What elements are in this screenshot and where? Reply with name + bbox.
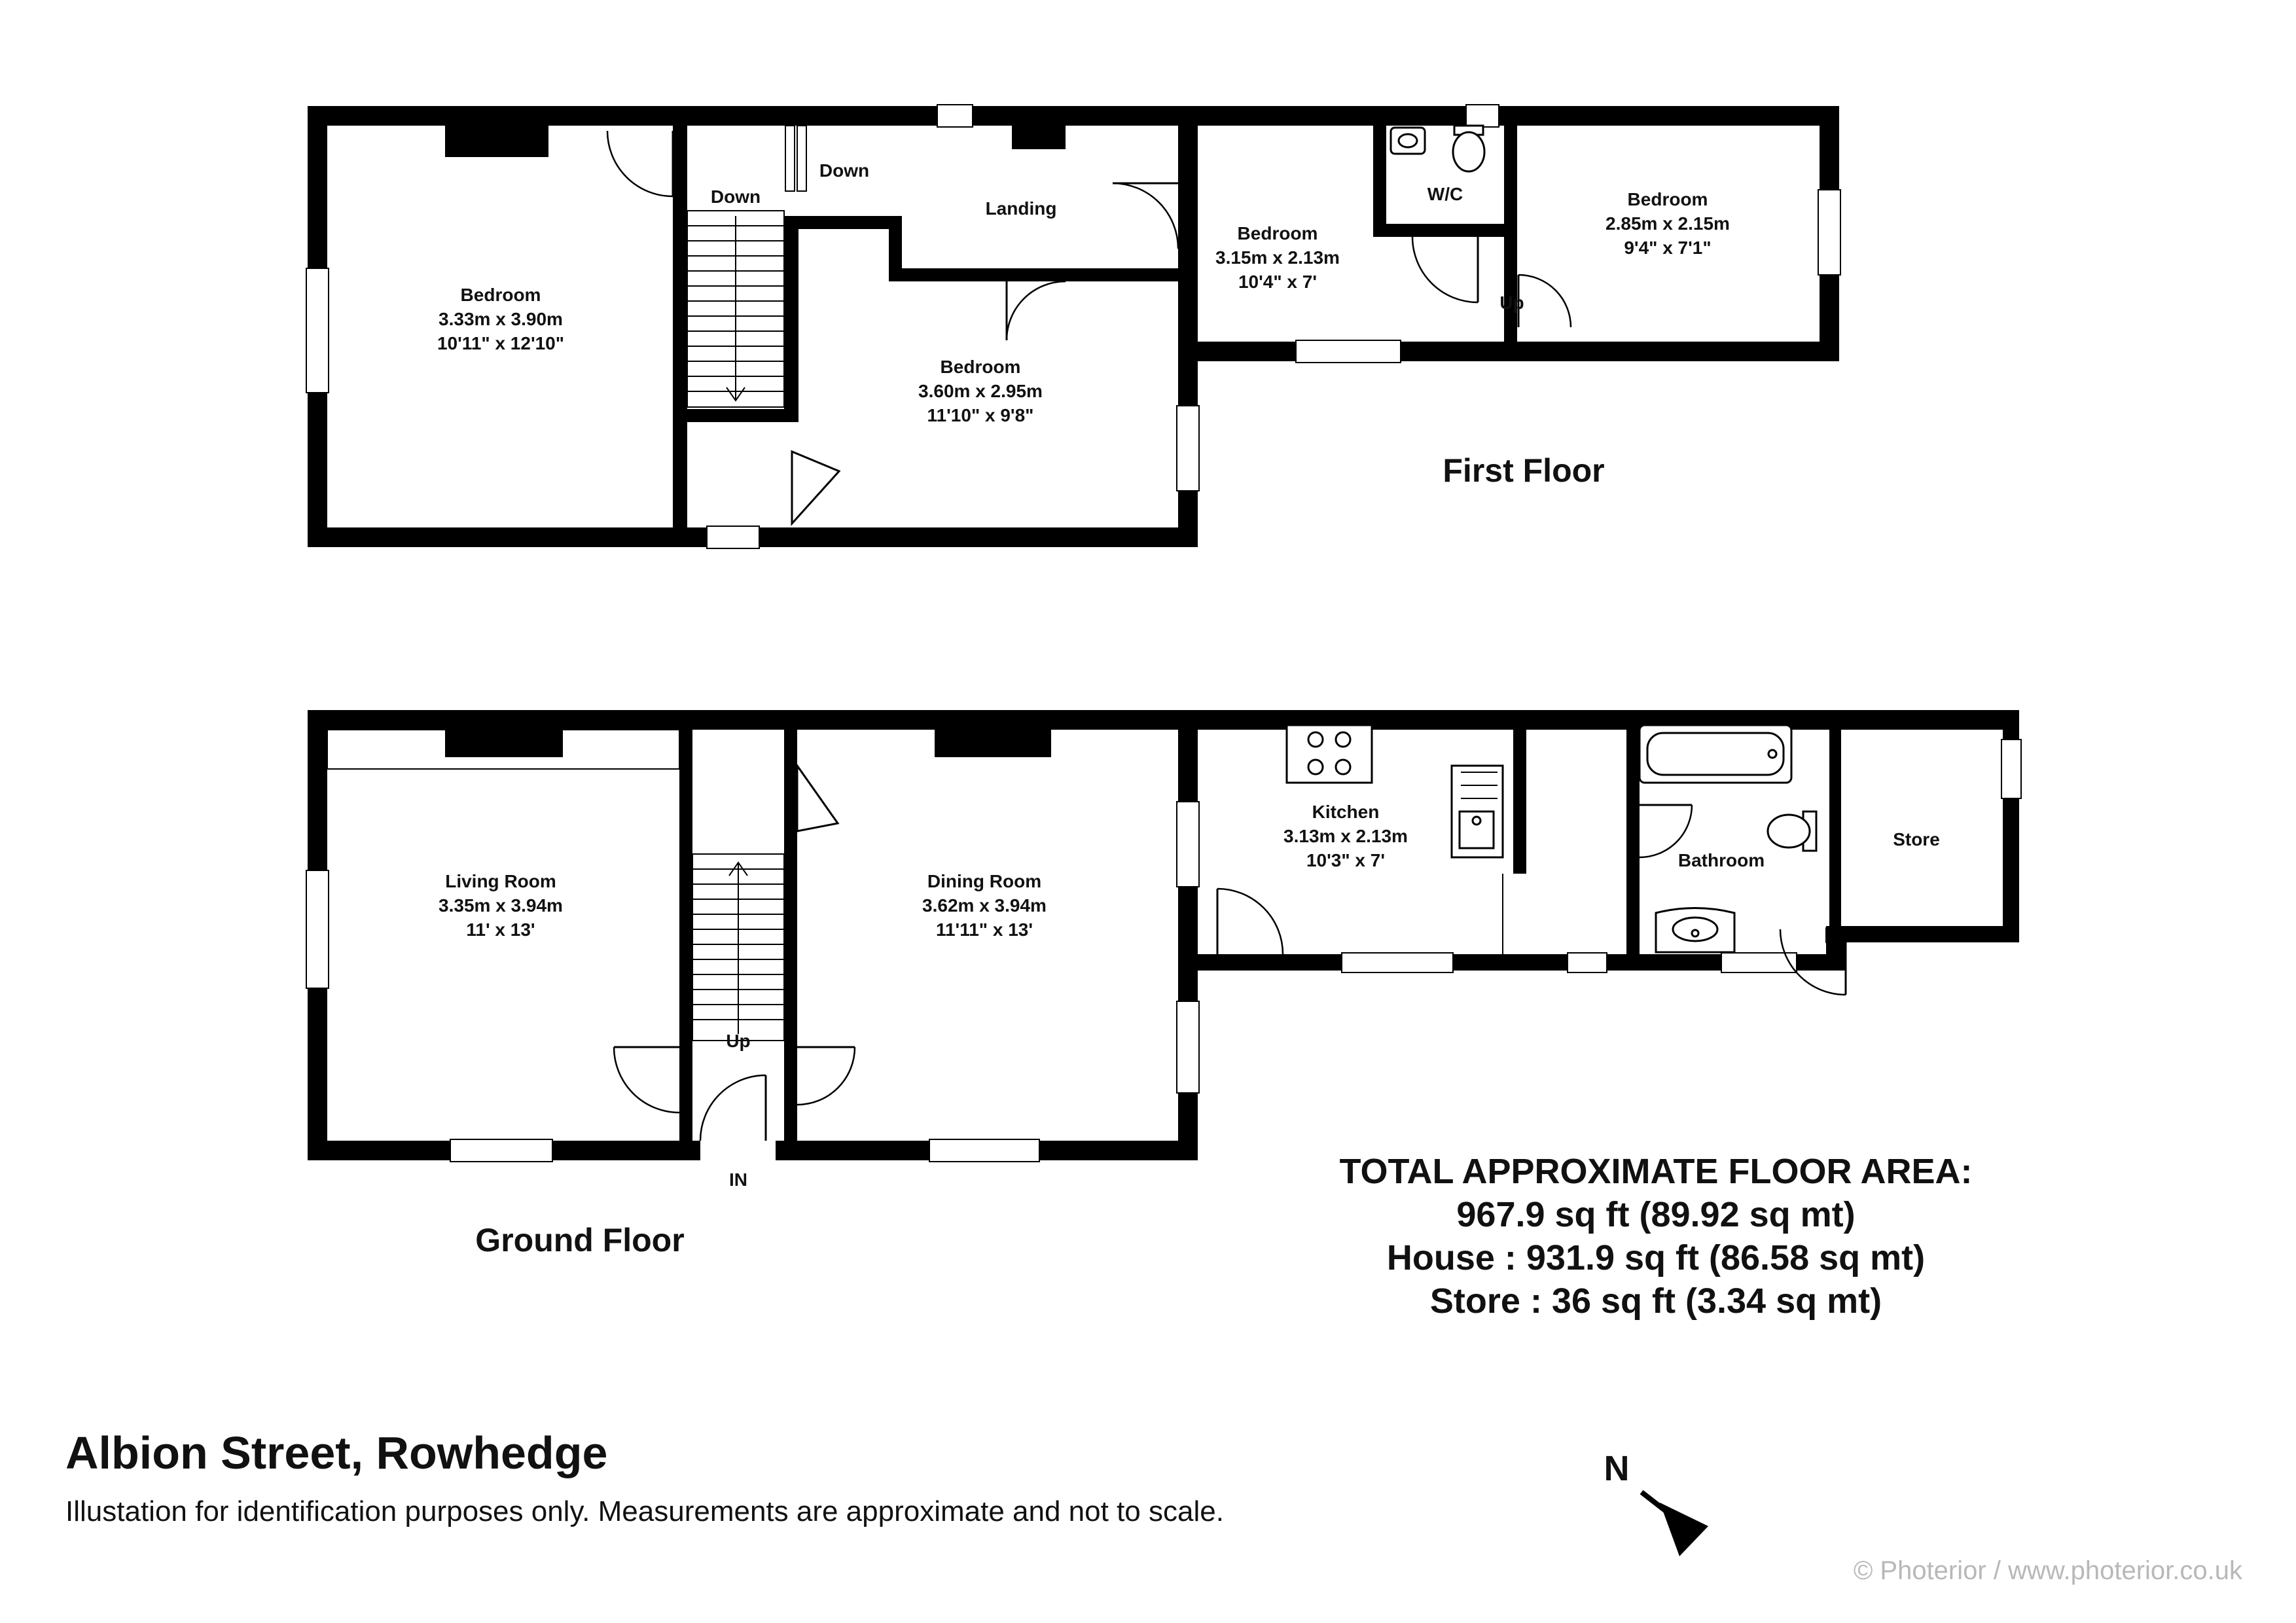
wc-fixtures (1390, 124, 1486, 173)
bathroom-fixtures (1638, 724, 1818, 954)
stairs-up-label: Up (1499, 293, 1524, 313)
ground-floor-staircase (692, 853, 785, 1041)
kitchen-imperial: 10'3" x 7' (1306, 850, 1385, 870)
area-summary: TOTAL APPROXIMATE FLOOR AREA: 967.9 sq f… (1340, 1152, 1973, 1321)
first-floor-bedroom-3-imperial: 10'4" x 7' (1238, 272, 1317, 292)
ground-floor-title: Ground Floor (475, 1222, 684, 1258)
area-summary-store: Store : 36 sq ft (3.34 sq mt) (1430, 1281, 1882, 1321)
living-room-name: Living Room (445, 871, 556, 891)
living-room-imperial: 11' x 13' (466, 919, 535, 940)
area-summary-total: 967.9 sq ft (89.92 sq mt) (1456, 1195, 1855, 1234)
living-room-metric: 3.35m x 3.94m (439, 895, 563, 916)
kitchen-name: Kitchen (1312, 802, 1380, 822)
ground-floor-windows (306, 739, 2022, 1162)
first-floor-doors (606, 130, 1572, 526)
first-floor-bedroom-1-imperial: 10'11" x 12'10" (437, 333, 564, 353)
first-floor-bedroom-4-imperial: 9'4" x 7'1" (1624, 238, 1711, 258)
wc-label: W/C (1427, 184, 1463, 204)
disclaimer-text: Illustation for identification purposes … (65, 1495, 1224, 1527)
north-arrow-icon (1640, 1489, 1708, 1556)
first-floor-plan: Bedroom 3.33m x 3.90m 10'11" x 12'10" Be… (306, 104, 1841, 549)
compass: N (1604, 1449, 1708, 1556)
first-floor-bedroom-4-name: Bedroom (1628, 189, 1708, 209)
first-floor-bedroom-1-metric: 3.33m x 3.90m (439, 309, 563, 329)
first-floor-bedroom-2-metric: 3.60m x 2.95m (918, 381, 1043, 401)
entrance-label: IN (729, 1169, 747, 1190)
ground-floor-plan: Living Room 3.35m x 3.94m 11' x 13' Dini… (306, 710, 2022, 1258)
first-floor-bedroom-3-metric: 3.15m x 2.13m (1215, 247, 1340, 268)
first-floor-title: First Floor (1443, 452, 1604, 489)
credit-text: © Photerior / www.photerior.co.uk (1853, 1556, 2242, 1585)
property-title: Albion Street, Rowhedge (65, 1427, 608, 1478)
north-label: N (1604, 1449, 1630, 1488)
first-floor-bedroom-4-metric: 2.85m x 2.15m (1605, 213, 1730, 234)
landing-label: Landing (986, 198, 1057, 219)
ground-floor-doors (613, 762, 1847, 1141)
kitchen-fixtures (1285, 724, 1504, 954)
dining-room-metric: 3.62m x 3.94m (922, 895, 1047, 916)
bathroom-name: Bathroom (1678, 850, 1765, 870)
first-floor-bedroom-3-name: Bedroom (1238, 223, 1318, 243)
area-summary-heading: TOTAL APPROXIMATE FLOOR AREA: (1340, 1152, 1973, 1191)
stairs-down-label-2: Down (819, 160, 869, 181)
stairs-down-label: Down (711, 187, 761, 207)
first-floor-bedroom-2-imperial: 11'10" x 9'8" (927, 405, 1034, 425)
stairs-up-label: Up (726, 1031, 750, 1051)
dining-room-name: Dining Room (927, 871, 1041, 891)
first-floor-bedroom-1-name: Bedroom (461, 285, 541, 305)
first-floor-staircase (687, 125, 807, 408)
dining-room-imperial: 11'11" x 13' (936, 919, 1033, 940)
kitchen-metric: 3.13m x 2.13m (1283, 826, 1408, 846)
area-summary-house: House : 931.9 sq ft (86.58 sq mt) (1387, 1238, 1925, 1277)
first-floor-bedroom-2-name: Bedroom (941, 357, 1021, 377)
store-name: Store (1893, 829, 1940, 849)
first-floor-windows (306, 104, 1841, 549)
